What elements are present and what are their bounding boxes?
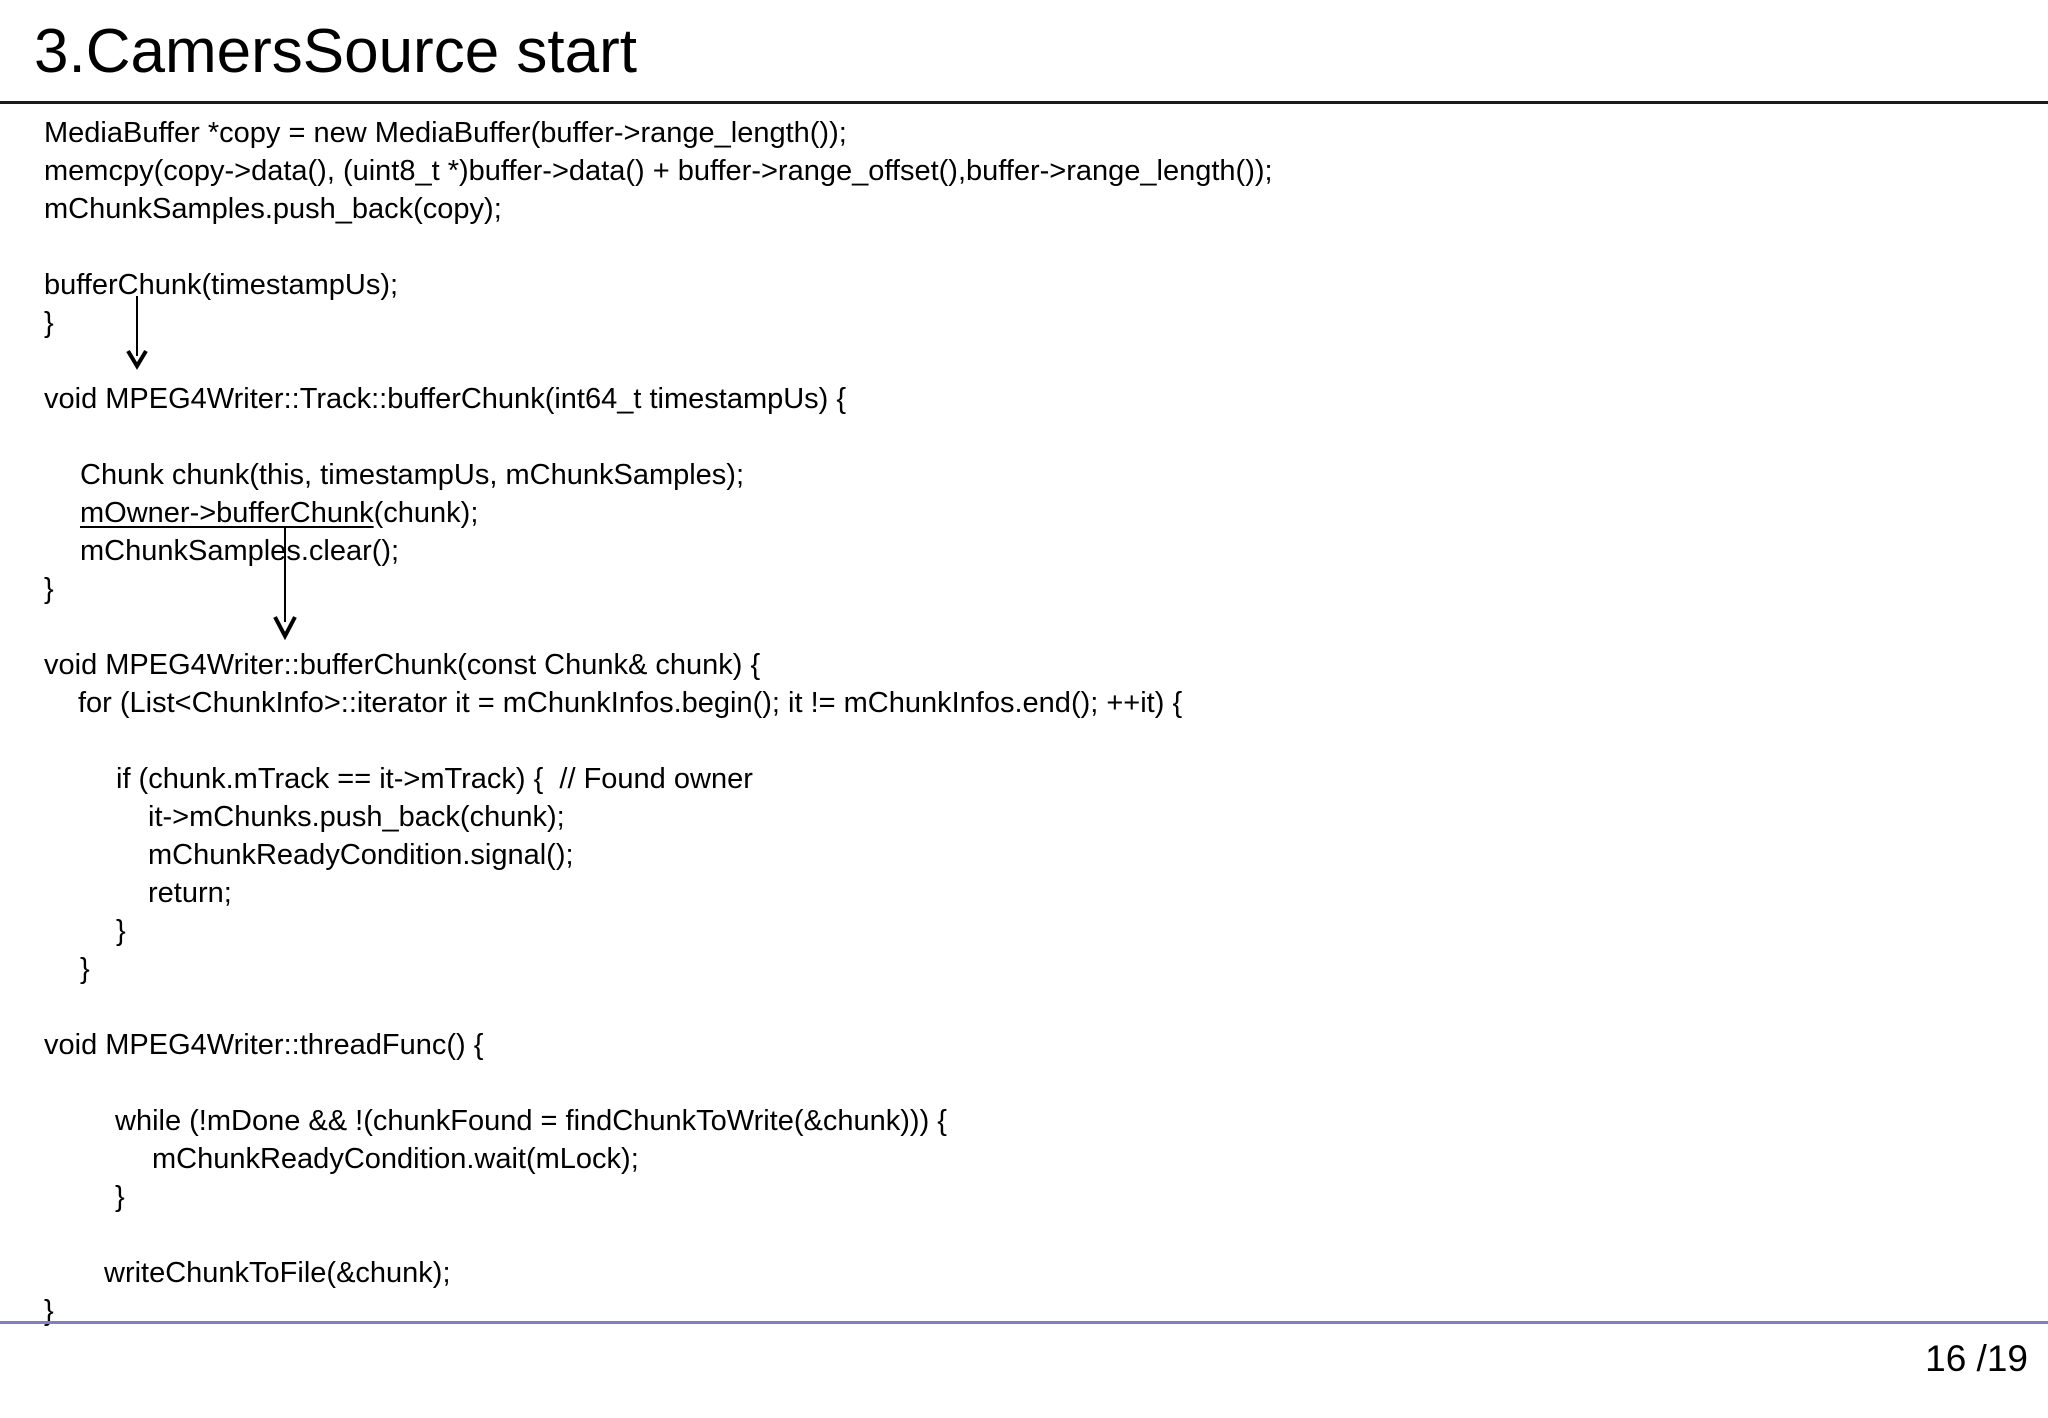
page-number: 16 /19 <box>1925 1338 2028 1379</box>
code-text: void MPEG4Writer::bufferChunk(const Chun… <box>44 649 761 681</box>
code-text: while (!mDone && !(chunkFound = findChun… <box>115 1105 947 1137</box>
code-line <box>44 228 2048 266</box>
code-text: void MPEG4Writer::threadFunc() { <box>44 1029 484 1061</box>
code-line: while (!mDone && !(chunkFound = findChun… <box>44 1102 2048 1140</box>
code-line: void MPEG4Writer::Track::bufferChunk(int… <box>44 380 2048 418</box>
code-line: mChunkSamples.push_back(copy); <box>44 190 2048 228</box>
code-line: writeChunkToFile(&chunk); <box>44 1254 2048 1292</box>
code-line: } <box>44 1292 2048 1330</box>
code-text: void MPEG4Writer::Track::bufferChunk(int… <box>44 383 847 415</box>
code-line: MediaBuffer *copy = new MediaBuffer(buff… <box>44 114 2048 152</box>
code-line: } <box>44 304 2048 342</box>
code-line: void MPEG4Writer::bufferChunk(const Chun… <box>44 646 2048 684</box>
code-text: } <box>44 1295 54 1327</box>
code-line: bufferChunk(timestampUs); <box>44 266 2048 304</box>
code-text: MediaBuffer *copy = new MediaBuffer(buff… <box>44 117 847 149</box>
code-line <box>44 1064 2048 1102</box>
code-text: mChunkReadyCondition.wait(mLock); <box>152 1143 639 1175</box>
code-line <box>44 1216 2048 1254</box>
code-line: Chunk chunk(this, timestampUs, mChunkSam… <box>44 456 2048 494</box>
code-text: } <box>115 1181 125 1213</box>
code-text: return; <box>148 877 232 909</box>
code-underlined-text: mOwner->bufferChunk <box>80 497 374 529</box>
code-line <box>44 988 2048 1026</box>
title-divider <box>0 101 2048 104</box>
code-line: it->mChunks.push_back(chunk); <box>44 798 2048 836</box>
code-text: for (List<ChunkInfo>::iterator it = mChu… <box>78 687 1183 719</box>
code-text: mChunkSamples.clear(); <box>80 535 400 567</box>
code-text: } <box>44 573 54 605</box>
slide-title: 3.CamersSource start <box>34 17 637 86</box>
code-line: for (List<ChunkInfo>::iterator it = mChu… <box>44 684 2048 722</box>
code-line: mOwner->bufferChunk(chunk); <box>44 494 2048 532</box>
code-line: mChunkReadyCondition.signal(); <box>44 836 2048 874</box>
code-line: } <box>44 950 2048 988</box>
code-text: (chunk); <box>373 497 479 529</box>
code-line: return; <box>44 874 2048 912</box>
code-text: it->mChunks.push_back(chunk); <box>148 801 565 833</box>
footer-divider <box>0 1321 2048 1324</box>
code-line: mChunkSamples.clear(); <box>44 532 2048 570</box>
code-line: } <box>44 1178 2048 1216</box>
code-text: } <box>80 953 90 985</box>
code-line: memcpy(copy->data(), (uint8_t *)buffer->… <box>44 152 2048 190</box>
code-text: bufferChunk(timestampUs); <box>44 269 399 301</box>
code-text: memcpy(copy->data(), (uint8_t *)buffer->… <box>44 155 1273 187</box>
code-line <box>44 722 2048 760</box>
code-line: mChunkReadyCondition.wait(mLock); <box>44 1140 2048 1178</box>
code-text: } <box>44 307 54 339</box>
code-block: MediaBuffer *copy = new MediaBuffer(buff… <box>44 114 2048 1330</box>
code-text: if (chunk.mTrack == it->mTrack) { // Fou… <box>116 763 753 795</box>
code-line <box>44 608 2048 646</box>
code-line: } <box>44 912 2048 950</box>
code-line: } <box>44 570 2048 608</box>
code-line <box>44 418 2048 456</box>
code-line <box>44 342 2048 380</box>
code-line: void MPEG4Writer::threadFunc() { <box>44 1026 2048 1064</box>
code-text: mChunkSamples.push_back(copy); <box>44 193 502 225</box>
code-text: Chunk chunk(this, timestampUs, mChunkSam… <box>80 459 745 491</box>
code-text: mChunkReadyCondition.signal(); <box>148 839 574 871</box>
code-line: if (chunk.mTrack == it->mTrack) { // Fou… <box>44 760 2048 798</box>
code-text: } <box>116 915 126 947</box>
code-text: writeChunkToFile(&chunk); <box>104 1257 451 1289</box>
